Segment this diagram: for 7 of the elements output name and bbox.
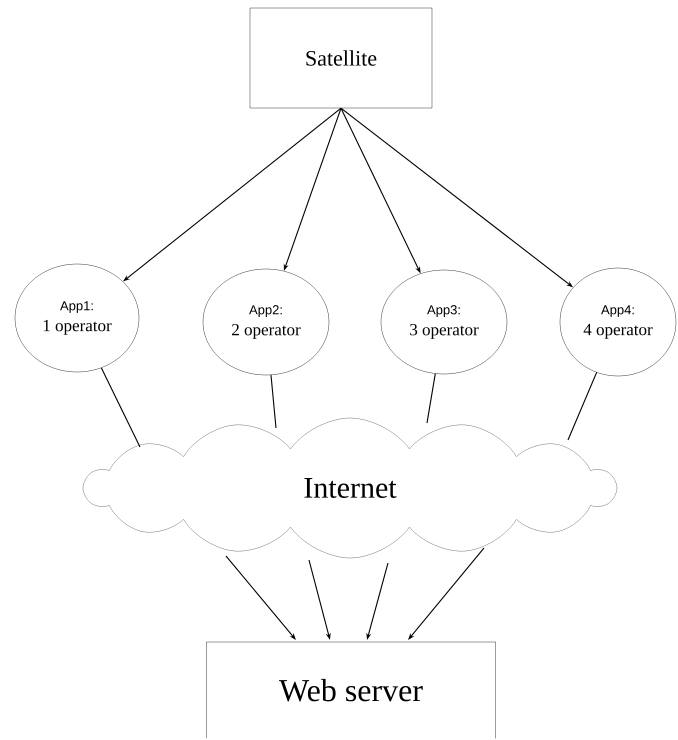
internet-cloud: Internet — [82, 418, 618, 558]
connector-line — [100, 368, 140, 448]
connector-line — [426, 374, 436, 424]
process-box: Satellite — [250, 8, 432, 108]
connector-line — [567, 372, 598, 440]
server-box: Web server — [206, 642, 496, 739]
connector-line — [270, 374, 277, 428]
